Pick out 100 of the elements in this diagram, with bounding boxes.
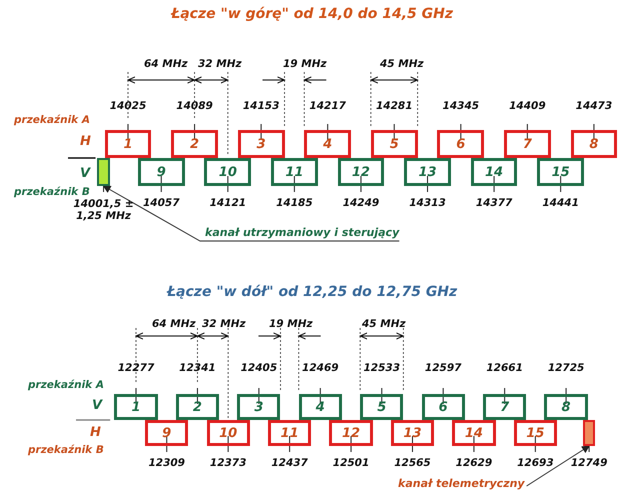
channel-number: 5 (377, 400, 386, 414)
channel-number: 15 (552, 164, 570, 180)
channel-number: 14 (485, 164, 504, 180)
channel-box (437, 130, 484, 158)
channel-number: 12 (352, 164, 370, 180)
frequency-label: 14409 (509, 100, 546, 112)
channel-box (329, 420, 373, 446)
channel-number: 3 (254, 400, 264, 414)
channel-box (504, 130, 551, 158)
frequency-label: 14249 (342, 197, 380, 209)
channel-box (304, 130, 352, 158)
frequency-label: 12277 (118, 362, 154, 374)
polarization-label: H (90, 425, 101, 440)
relay-label: przekaźnik A (28, 379, 104, 391)
channel-number: 13 (403, 426, 422, 440)
frequency-label: 14001,5 ± 1,25 MHz (72, 198, 135, 222)
channel-number: 6 (438, 400, 448, 414)
channel-box (176, 394, 220, 420)
channel-number: 11 (280, 426, 299, 440)
beacon-box (97, 158, 110, 186)
frequency-label: 14057 (143, 197, 180, 209)
dimension-label: 64 MHz (144, 58, 188, 70)
channel-box (514, 420, 557, 446)
frequency-label: 12661 (486, 362, 523, 374)
channel-number: 12 (342, 426, 360, 440)
dimension-label: 19 MHz (283, 58, 327, 70)
frequency-label: 12469 (302, 362, 339, 374)
channel-box (544, 394, 588, 420)
channel-number: 8 (562, 400, 571, 414)
frequency-label: 14089 (176, 100, 213, 112)
channel-box (404, 158, 451, 186)
frequency-label: 12405 (240, 362, 278, 374)
callout-text: kanał telemetryczny (398, 477, 525, 490)
dimension-label: 64 MHz (152, 318, 196, 330)
channel-number: 9 (156, 164, 166, 180)
frequency-label: 12597 (424, 362, 462, 374)
beacon-box (583, 420, 595, 446)
channel-box (138, 158, 185, 186)
channel-box (145, 420, 188, 446)
channel-number: 10 (219, 426, 238, 440)
callout-text: kanał utrzymaniowy i sterujący (205, 226, 400, 239)
channel-box (370, 130, 418, 158)
channel-number: 2 (190, 136, 200, 152)
channel-number: 10 (218, 164, 237, 180)
frequency-label: 14377 (476, 197, 512, 209)
frequency-label: 12749 (570, 457, 608, 469)
channel-box (470, 158, 518, 186)
channel-box (452, 420, 496, 446)
dimension-label: 45 MHz (362, 318, 406, 330)
channel-box (483, 394, 526, 420)
leader-line (526, 445, 590, 486)
frequency-label: 12629 (456, 457, 492, 469)
frequency-label: 14153 (242, 100, 280, 112)
channel-box (114, 394, 158, 420)
channel-number: 9 (162, 426, 172, 440)
frequency-label: 12725 (548, 362, 584, 374)
channel-box (104, 130, 152, 158)
polarization-label: H (80, 134, 91, 149)
channel-number: 7 (500, 400, 510, 414)
frequency-label: 14313 (409, 197, 446, 209)
channel-box (238, 130, 285, 158)
frequency-label: 12373 (210, 457, 246, 469)
polarization-label: V (92, 398, 102, 413)
frequency-label: 12565 (394, 457, 431, 469)
frequency-label: 12437 (271, 457, 308, 469)
frequency-label: 12501 (332, 457, 370, 469)
channel-box (204, 158, 252, 186)
title: Łącze "w dół" od 12,25 do 12,75 GHz (166, 284, 458, 300)
channel-number: 8 (589, 136, 598, 152)
channel-box (570, 130, 618, 158)
frequency-label: 14281 (376, 100, 412, 112)
channel-box (338, 158, 384, 186)
frequency-label: 14185 (276, 197, 313, 209)
channel-box (390, 420, 434, 446)
channel-number: 1 (123, 136, 133, 152)
channel-number: 3 (256, 136, 266, 152)
channel-box (206, 420, 250, 446)
channel-box (298, 394, 342, 420)
channel-number: 1 (131, 400, 140, 414)
polarization-label: V (80, 166, 90, 181)
leader-line (102, 186, 400, 242)
channel-box (360, 394, 404, 420)
frequency-label: 14441 (542, 197, 579, 209)
frequency-label: 14217 (309, 100, 346, 112)
frequency-label: 14121 (210, 197, 246, 209)
channel-number: 2 (192, 400, 202, 414)
channel-number: 14 (464, 426, 483, 440)
frequency-label: 14025 (110, 100, 146, 112)
relay-label: przekaźnik B (14, 186, 90, 198)
frequency-label: 12533 (363, 362, 400, 374)
channel-box (422, 394, 465, 420)
frequency-label: 12693 (517, 457, 554, 469)
channel-number: 15 (526, 426, 544, 440)
channel-number: 7 (522, 136, 532, 152)
channel-box (537, 158, 584, 186)
relay-label: przekaźnik A (14, 114, 90, 126)
frequency-label: 14345 (442, 100, 480, 112)
channel-number: 6 (456, 136, 466, 152)
channel-box (268, 420, 312, 446)
channel-number: 11 (285, 164, 304, 180)
